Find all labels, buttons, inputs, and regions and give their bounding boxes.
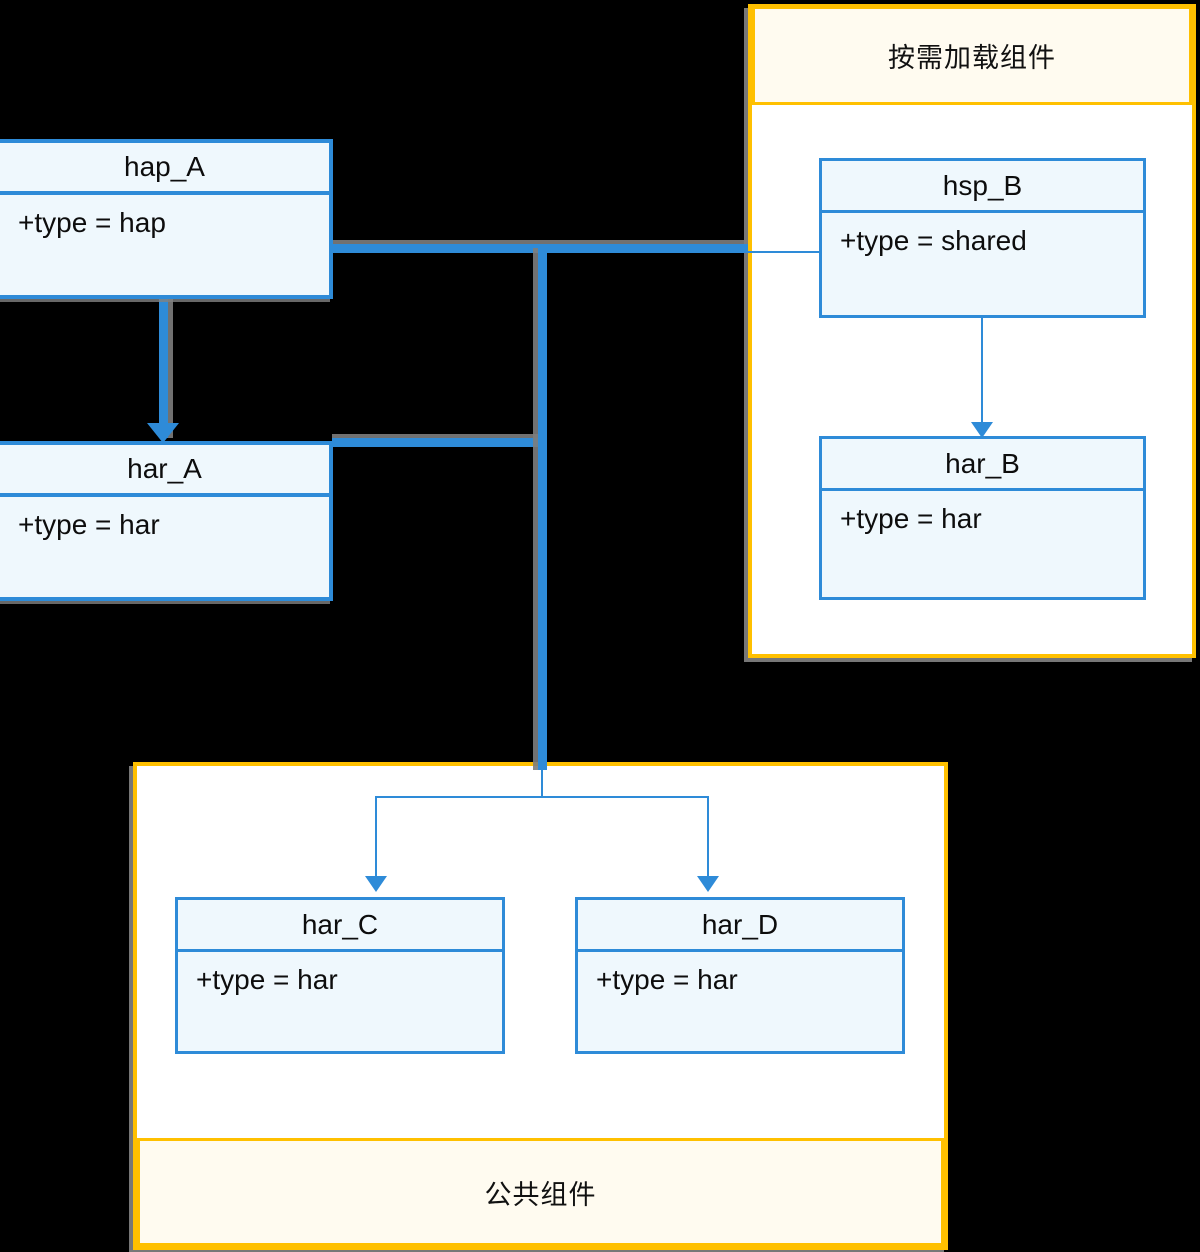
edge-fork-to-har_C-arrowhead xyxy=(365,876,387,892)
node-har_C-attribute: +type = har xyxy=(196,964,338,995)
edge-fork-to-har_D xyxy=(707,796,709,878)
group-public-caption: 公共组件 xyxy=(137,1138,944,1246)
edge-trunk-fork-bar xyxy=(376,796,708,798)
node-hap_A[interactable]: hap_A +type = hap xyxy=(0,139,333,299)
node-har_A-attribute: +type = har xyxy=(18,509,160,540)
edge-hsp_B-har_B-arrowhead xyxy=(971,422,993,438)
node-hsp_B-attribute: +type = shared xyxy=(840,225,1027,256)
node-har_C[interactable]: har_C +type = har xyxy=(175,897,505,1054)
edge-hap_A-hsp_B-thin-tail xyxy=(744,251,822,253)
node-har_A[interactable]: har_A +type = har xyxy=(0,441,333,601)
edge-hap_A-har_A-vertical xyxy=(159,298,168,438)
node-har_B[interactable]: har_B +type = har xyxy=(819,436,1146,600)
edge-trunk-fork-stem xyxy=(541,766,543,798)
edge-trunk-vertical xyxy=(538,248,547,770)
edge-hsp_B-har_B-vertical xyxy=(981,318,983,424)
node-har_C-title: har_C xyxy=(178,900,502,952)
node-har_B-attribute: +type = har xyxy=(840,503,982,534)
node-har_D-attribute: +type = har xyxy=(596,964,738,995)
node-hsp_B-title: hsp_B xyxy=(822,161,1143,213)
group-on-demand-caption: 按需加载组件 xyxy=(752,6,1192,105)
node-har_A-title: har_A xyxy=(0,445,329,497)
group-on-demand-caption-text: 按需加载组件 xyxy=(888,43,1056,73)
node-hap_A-title: hap_A xyxy=(0,143,329,195)
edge-fork-to-har_D-arrowhead xyxy=(697,876,719,892)
node-har_D[interactable]: har_D +type = har xyxy=(575,897,905,1054)
edge-har_A-trunk-horizontal xyxy=(332,438,547,447)
edge-fork-to-har_C xyxy=(375,796,377,878)
node-hsp_B[interactable]: hsp_B +type = shared xyxy=(819,158,1146,318)
group-public-caption-text: 公共组件 xyxy=(484,1179,597,1210)
node-har_D-title: har_D xyxy=(578,900,902,952)
edge-hap_A-har_A-arrowhead xyxy=(147,423,179,443)
node-har_B-title: har_B xyxy=(822,439,1143,491)
node-hap_A-attribute: +type = hap xyxy=(18,207,166,238)
